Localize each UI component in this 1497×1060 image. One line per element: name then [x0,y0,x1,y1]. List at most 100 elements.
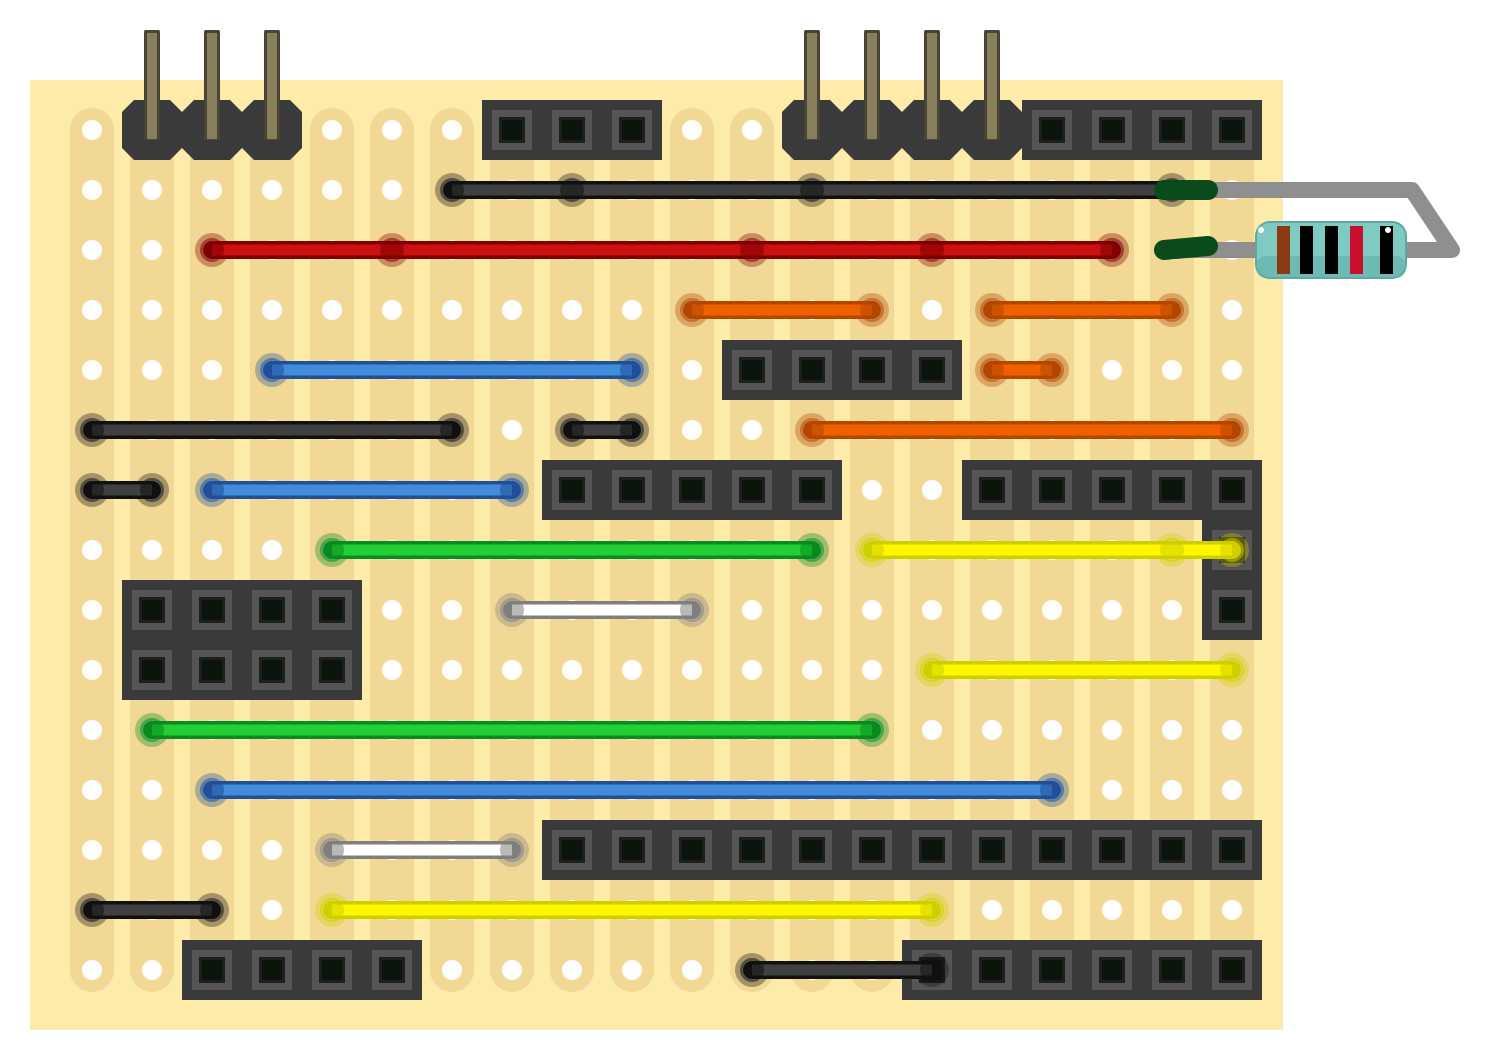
wire-end [980,358,1004,382]
hole [1222,300,1242,320]
wire-end [920,958,944,982]
pin [987,33,997,139]
hole [502,420,522,440]
hole [1162,720,1182,740]
wire-end [920,238,944,262]
socket-hole [682,840,702,860]
socket-hole [982,480,1002,500]
socket-hole [922,840,942,860]
hole [82,660,102,680]
resistor-band [1350,226,1363,274]
hole [742,660,762,680]
hole [142,960,162,980]
hole [982,720,1002,740]
socket-hole [1042,960,1062,980]
socket-hole [1042,840,1062,860]
pin [147,33,157,139]
hole [262,180,282,200]
hole [442,300,462,320]
wire-end [620,358,644,382]
hole [1222,360,1242,380]
wire-end [80,478,104,502]
hole [742,420,762,440]
hole [82,300,102,320]
hole [802,600,822,620]
hole [82,360,102,380]
socket-hole [1102,840,1122,860]
wire-end [560,418,584,442]
wire-end [500,478,524,502]
wire-end [1220,538,1244,562]
socket-hole [982,840,1002,860]
hole [202,360,222,380]
socket-hole [262,600,282,620]
wire-end [500,598,524,622]
hole [142,780,162,800]
resistor-band [1325,226,1338,274]
wire-end [320,838,344,862]
hole [1102,720,1122,740]
wire-end [740,238,764,262]
socket-hole [1102,120,1122,140]
wire-end [440,418,464,442]
wire-end [140,718,164,742]
hole [262,540,282,560]
wire-end [200,778,224,802]
hole [142,180,162,200]
wire-end [320,538,344,562]
hole [322,180,342,200]
hole [1222,780,1242,800]
wire-end [1040,778,1064,802]
socket-hole [202,960,222,980]
hole [442,960,462,980]
socket-hole [142,660,162,680]
hole [1162,780,1182,800]
copper-strips [70,108,1254,992]
socket-hole [1162,960,1182,980]
hole [82,780,102,800]
hole [82,540,102,560]
hole [82,960,102,980]
hole [682,660,702,680]
hole [82,180,102,200]
wire-end [1220,418,1244,442]
hole [82,240,102,260]
hole [442,120,462,140]
socket-hole [502,120,522,140]
resistor-band [1300,226,1313,274]
hole [202,180,222,200]
hole [562,300,582,320]
hole [202,540,222,560]
hole [682,420,702,440]
socket-hole [202,660,222,680]
hole [622,300,642,320]
hole [82,720,102,740]
hole [262,840,282,860]
hole [502,300,522,320]
wire-end [1100,238,1124,262]
pin [807,33,817,139]
wire-end [380,238,404,262]
hole [1042,900,1062,920]
hole [382,180,402,200]
socket-hole [202,600,222,620]
socket-hole [382,960,402,980]
headers [122,30,1262,1000]
resistor-end [1154,236,1218,260]
wire-end [1220,658,1244,682]
wire-end [140,478,164,502]
hole [502,660,522,680]
socket-hole [622,120,642,140]
wire-end [200,238,224,262]
socket-hole [742,360,762,380]
socket-hole [1102,960,1122,980]
wire-end [80,418,104,442]
resistor-highlight [1258,227,1264,233]
socket-hole [1162,120,1182,140]
hole [1102,600,1122,620]
wire-end [800,418,824,442]
female-header [542,820,1262,880]
wire-end [500,838,524,862]
hole [1102,780,1122,800]
